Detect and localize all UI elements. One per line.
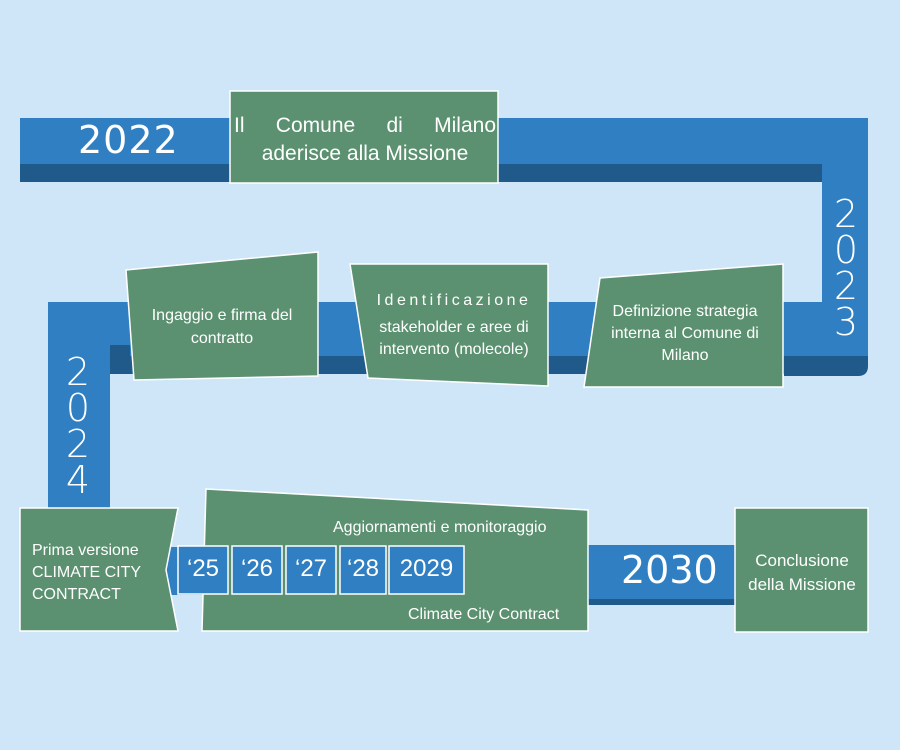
identification-body: stakeholder e aree di intervento (moleco…: [379, 319, 529, 358]
year-box-28: [339, 545, 387, 595]
year-2022-label: 2022: [78, 118, 179, 162]
year-box-2029: [388, 545, 465, 595]
updates-top-text: Aggiornamenti e monitoraggio: [333, 519, 547, 536]
year-box-25: [177, 545, 229, 595]
update-year-2029: 2029: [399, 555, 454, 582]
conclusion-text: Conclusione della Missione: [748, 551, 856, 594]
box-conclusion: [734, 507, 869, 633]
first-version-text: Prima versione CLIMATE CITY CONTRACT: [32, 542, 141, 603]
year-box-26: [231, 545, 283, 595]
box-adhesion: [229, 90, 499, 184]
year-2023-label: 2 0 2 3: [833, 192, 859, 344]
update-year-25: ‘25: [186, 555, 220, 582]
strategy-text: Definizione strategia interna al Comune …: [611, 303, 759, 364]
year-box-27: [285, 545, 337, 595]
box-engagement: [125, 251, 319, 381]
box-first-version: [19, 507, 179, 632]
identification-title: Identificazione: [376, 292, 532, 309]
timeline-band-2024-inner: [110, 345, 130, 367]
box-strategy: [583, 263, 784, 388]
adhesion-text: Il Comune di Milano aderisce alla Missio…: [234, 114, 496, 165]
timeline-band-2030: [588, 545, 736, 599]
timeline-corner-2023: [784, 356, 868, 376]
year-2024-label: 2 0 2 4: [65, 350, 91, 502]
year-2030-label: 2030: [621, 548, 718, 592]
box-identification: [349, 263, 549, 387]
update-year-26: ‘26: [240, 555, 274, 582]
updates-bottom-text: Climate City Contract: [408, 606, 560, 623]
engagement-text: Ingaggio e firma del contratto: [151, 307, 293, 347]
timeline-band-2030-shadow: [588, 599, 736, 605]
timeline-band-2024: [48, 302, 110, 508]
update-year-27: ‘27: [294, 555, 328, 582]
update-year-28: ‘28: [346, 555, 380, 582]
